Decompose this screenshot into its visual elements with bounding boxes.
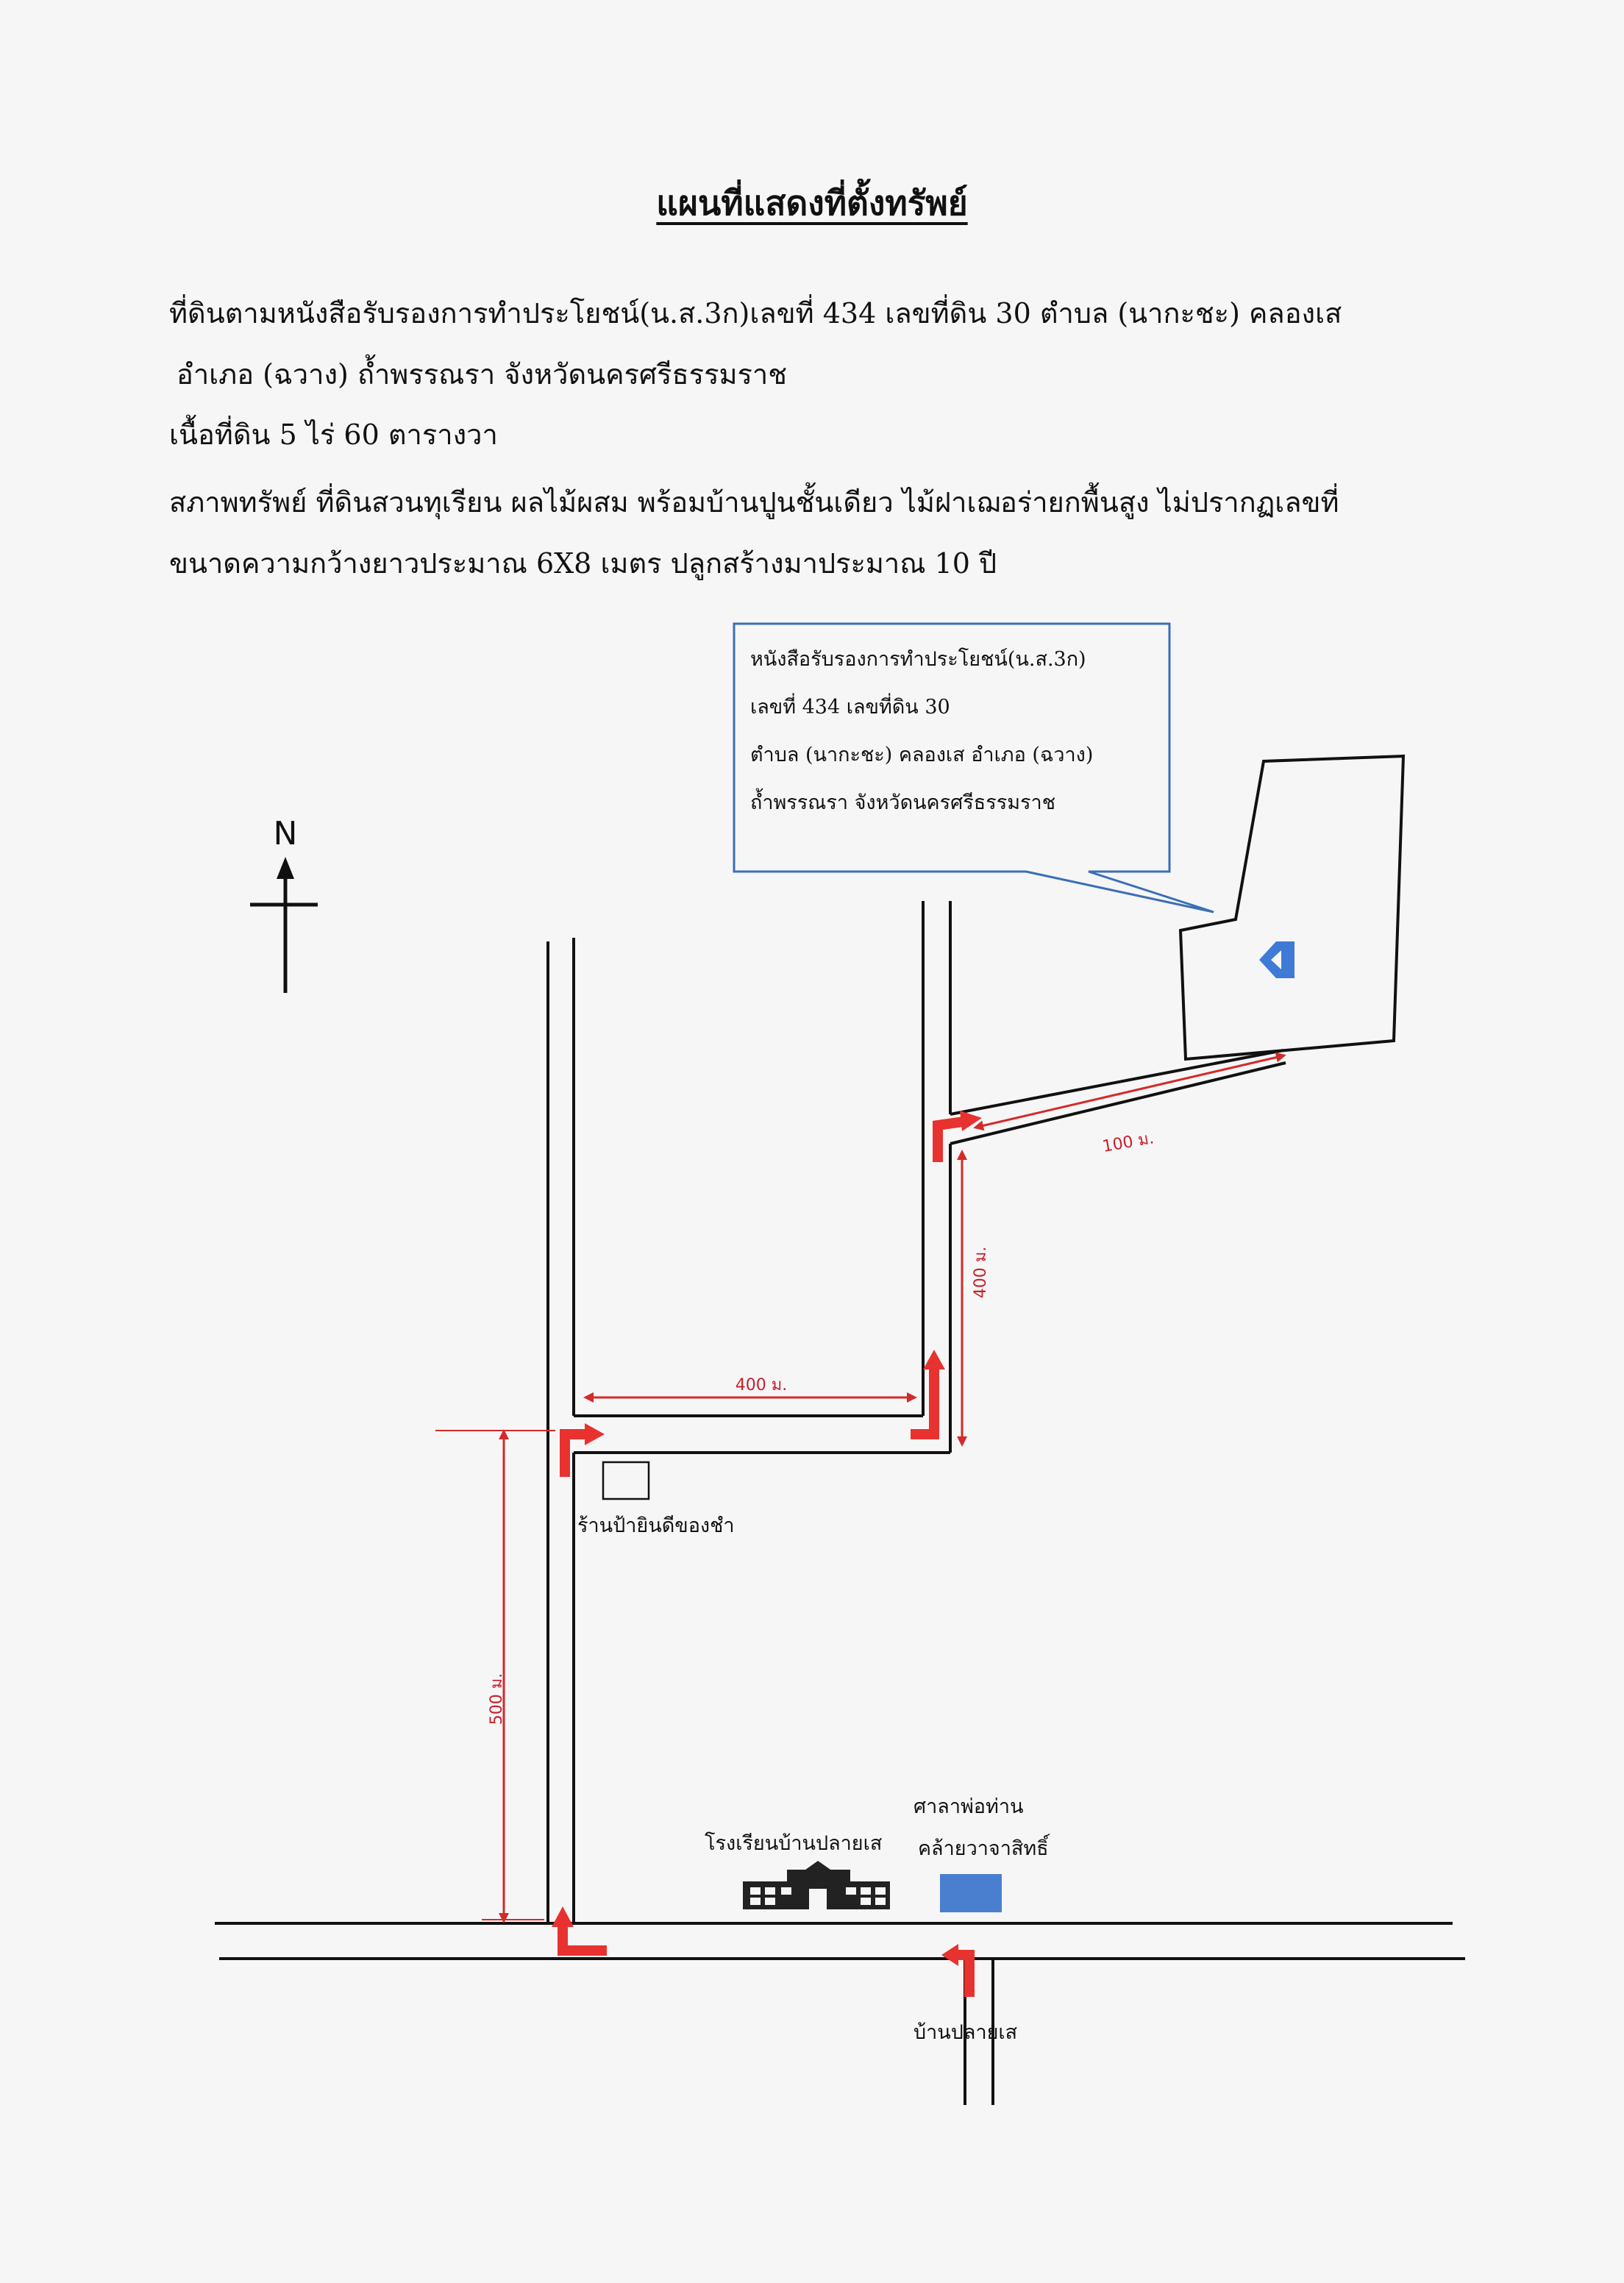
route-turn-2: [560, 1429, 588, 1477]
access-road: [950, 1049, 1286, 1145]
callout-line-1: หนังสือรับรองการทำประโยชน์(น.ส.3ก): [750, 647, 1086, 671]
description-line-2: อำเภอ (ฉวาง) ถ้ำพรรณรา จังหวัดนครศรีธรรม…: [177, 358, 788, 391]
left-road: [546, 938, 575, 1923]
route-turn-1: [558, 1916, 607, 1956]
shop-label: ร้านป้ายินดีของชำ: [577, 1514, 735, 1537]
house-icon: [1259, 941, 1294, 978]
sala-label-line-2: คล้ายวาจาสิทธิ์: [918, 1834, 1050, 1860]
distance-label-500: 500 ม.: [488, 1673, 506, 1725]
school-building-icon: [743, 1861, 890, 1909]
right-road: [922, 901, 952, 1453]
callout-line-2: เลขที่ 434 เลขที่ดิน 30: [750, 693, 950, 719]
page-title: แผนที่แสดงที่ตั้งทรัพย์: [656, 183, 968, 223]
north-arrow-icon: [250, 857, 318, 993]
route-turn-4: [933, 1116, 964, 1162]
distance-label-400-horizontal: 400 ม.: [736, 1376, 787, 1395]
description-line-5: ขนาดความกว้างยาวประมาณ 6X8 เมตร ปลูกสร้า…: [169, 547, 997, 580]
route-turn-3: [911, 1368, 939, 1439]
main-road: [215, 1922, 1465, 1960]
land-parcel: [1178, 754, 1406, 1061]
callout-line-3: ตำบล (นากะชะ) คลองเส อำเภอ (ฉวาง): [750, 744, 1093, 766]
distance-label-400-vertical: 400 ม.: [972, 1247, 990, 1298]
distance-label-100: 100 ม.: [1101, 1129, 1155, 1156]
callout-line-4: ถ้ำพรรณรา จังหวัดนครศรีธรรมราช: [750, 788, 1055, 814]
description-line-4: สภาพทรัพย์ ที่ดินสวนทุเรียน ผลไม้ผสม พร้…: [169, 486, 1339, 519]
sala-label-line-1: ศาลาพ่อท่าน: [914, 1795, 1023, 1818]
route-village-arrow: [956, 1950, 975, 1997]
north-label: N: [274, 815, 298, 852]
distance-arrow-100: [973, 1052, 1286, 1131]
description-line-1: ที่ดินตามหนังสือรับรองการทำประโยชน์(น.ส.…: [169, 297, 1342, 330]
description-line-3: เนื้อที่ดิน 5 ไร่ 60 ตารางวา: [169, 419, 498, 451]
shop-square-icon: [602, 1461, 650, 1500]
village-label: บ้านปลายเส: [914, 2021, 1017, 2044]
callout-box: [733, 622, 1214, 913]
sala-square-icon: [940, 1874, 1002, 1912]
school-label: โรงเรียนบ้านปลายเส: [705, 1832, 882, 1855]
connector-road: [574, 1414, 950, 1454]
